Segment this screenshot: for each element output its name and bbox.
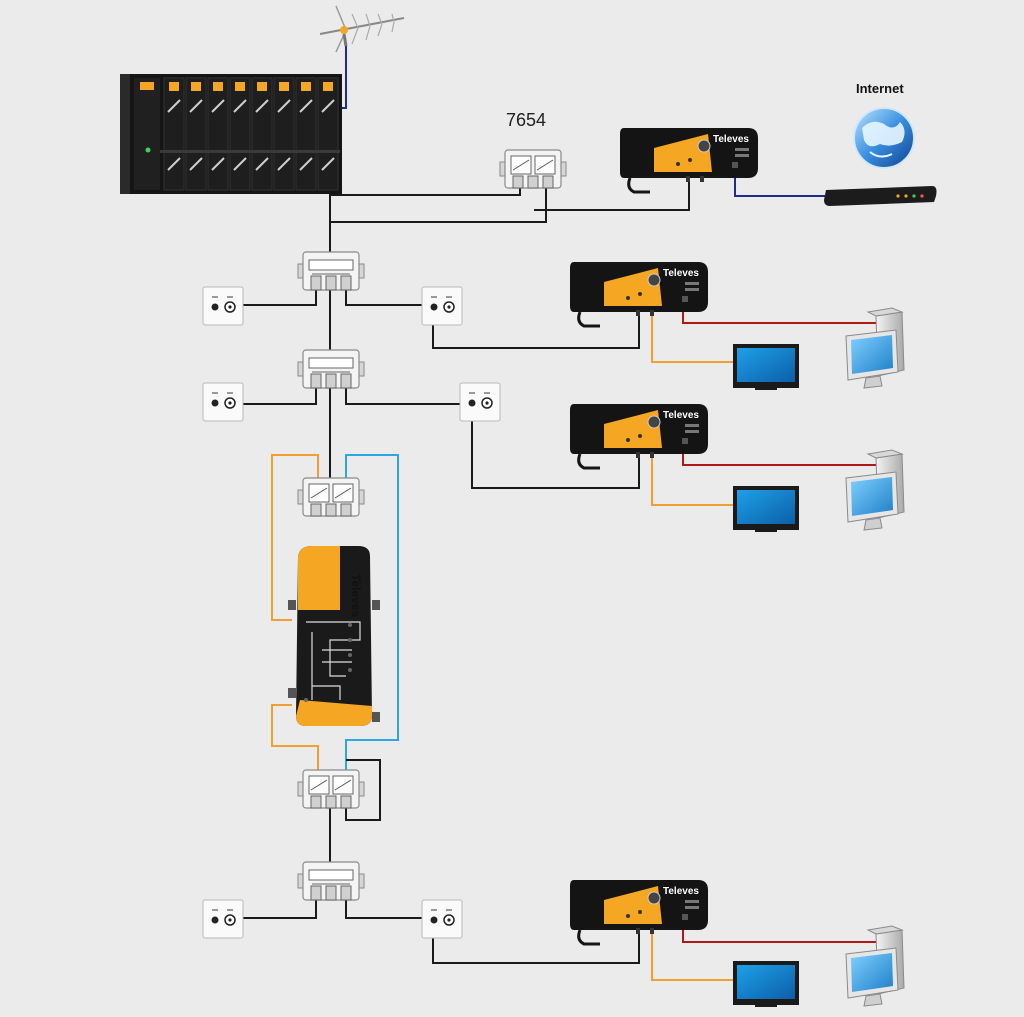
computer-icon: [845, 307, 905, 389]
modem-brand-label: Televes: [713, 134, 749, 145]
amplifier-icon: Televes: [288, 546, 380, 726]
router-icon: [824, 186, 937, 206]
wall-outlet-icon: [202, 899, 244, 939]
wall-outlet-icon: [459, 382, 501, 422]
diplexer-lower: [297, 769, 365, 809]
coax-modem-icon: Televes: [568, 402, 710, 470]
wall-outlet-icon: [202, 382, 244, 422]
modem-brand-label: Televes: [663, 886, 699, 897]
tv-icon: [733, 486, 799, 532]
modem-brand-label: Televes: [663, 268, 699, 279]
modem-brand-label: Televes: [663, 410, 699, 421]
antenna-icon: [319, 5, 405, 53]
wall-outlet-icon: [202, 286, 244, 326]
cables: [243, 44, 876, 981]
coax-modem-icon: Televes: [618, 126, 760, 194]
computer-icon: [845, 449, 905, 531]
diplexer-upper: [297, 477, 365, 517]
splitter-1: [297, 251, 365, 291]
splitter-2: [297, 349, 365, 389]
splitter-3: [297, 861, 365, 901]
headend-rack-icon: [120, 74, 342, 194]
globe-icon: [853, 107, 915, 169]
splitter-model-label: 7654: [506, 110, 546, 130]
amplifier-brand-label: Televes: [349, 574, 363, 617]
tv-icon: [733, 344, 799, 390]
coax-modem-icon: Televes: [568, 260, 710, 328]
coax-modem-icon: Televes: [568, 878, 710, 946]
internet-label: Internet: [856, 81, 904, 96]
wall-outlet-icon: [421, 286, 463, 326]
diplexer-7654: [499, 149, 567, 189]
tv-icon: [733, 961, 799, 1007]
computer-icon: [845, 925, 905, 1007]
wall-outlet-icon: [421, 899, 463, 939]
